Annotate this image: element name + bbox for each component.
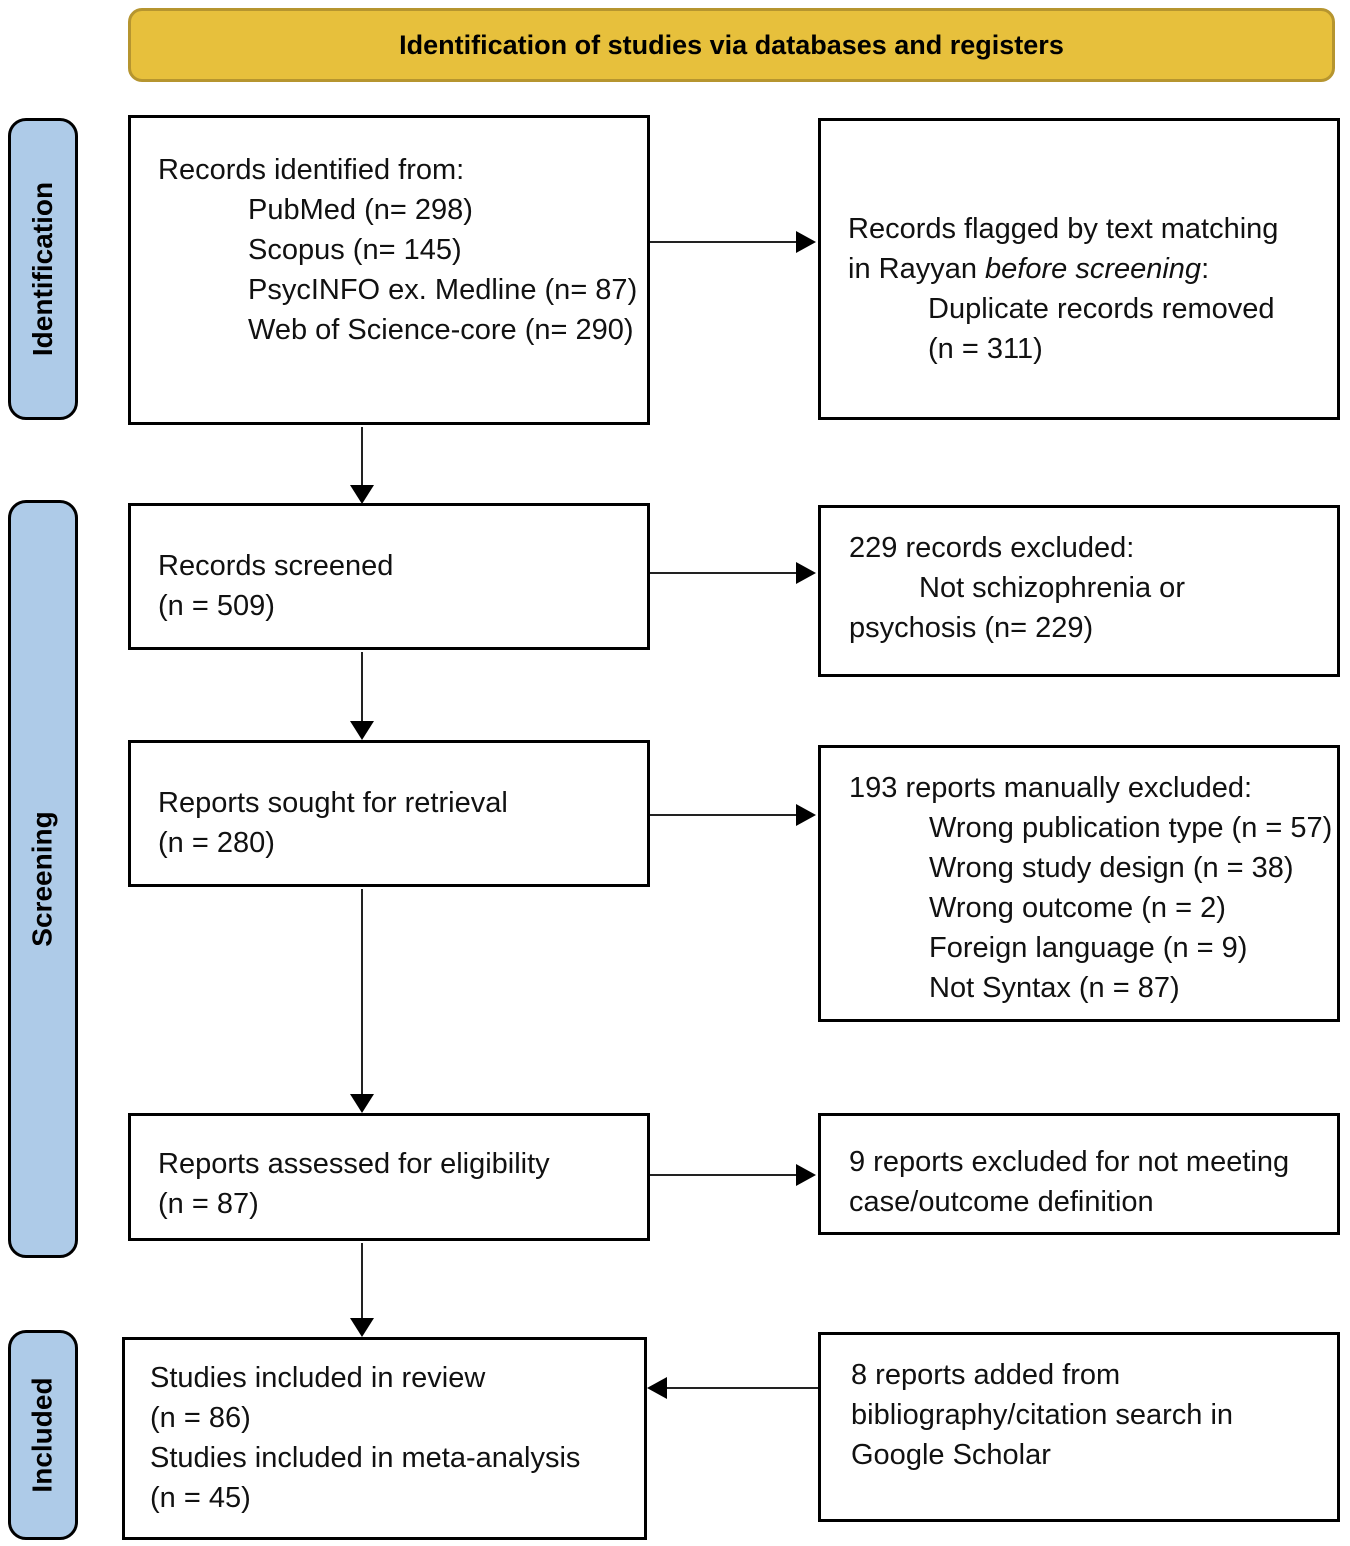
records-flagged-line2-suffix: : bbox=[1201, 253, 1210, 285]
records-excluded-item-line2: psychosis (n= 229) bbox=[849, 612, 1094, 644]
records-flagged-line2-italic: before screening bbox=[985, 253, 1202, 285]
records-flagged-item: Duplicate records removed bbox=[928, 293, 1275, 325]
studies-included-line4: (n = 45) bbox=[150, 1482, 251, 1514]
records-identified-item: Scopus (n= 145) bbox=[248, 234, 462, 266]
box-records-screened: Records screened (n = 509) bbox=[128, 503, 650, 650]
reports-added-line1: 8 reports added from bbox=[851, 1359, 1121, 1391]
records-flagged-item: (n = 311) bbox=[928, 333, 1043, 365]
reports-manually-excluded-item: Foreign language (n = 9) bbox=[929, 932, 1248, 964]
reports-sought-line1: Reports sought for retrieval bbox=[158, 787, 508, 819]
records-excluded-title: 229 records excluded: bbox=[849, 532, 1135, 564]
box-records-flagged: Records flagged by text matching in Rayy… bbox=[818, 118, 1340, 420]
records-identified-title: Records identified from: bbox=[158, 154, 465, 186]
studies-included-line1: Studies included in review bbox=[150, 1362, 486, 1394]
reports-manually-excluded-item: Wrong study design (n = 38) bbox=[929, 852, 1294, 884]
reports-excluded-definition-line2: case/outcome definition bbox=[849, 1186, 1154, 1218]
records-flagged-line1: Records flagged by text matching bbox=[848, 213, 1279, 245]
box-records-identified: Records identified from: PubMed (n= 298)… bbox=[128, 115, 650, 425]
reports-sought-line2: (n = 280) bbox=[158, 827, 275, 859]
box-reports-sought: Reports sought for retrieval (n = 280) bbox=[128, 740, 650, 887]
records-screened-line2: (n = 509) bbox=[158, 590, 275, 622]
records-flagged-line2-prefix: in Rayyan bbox=[848, 253, 977, 285]
banner-identification-via-databases: Identification of studies via databases … bbox=[128, 8, 1335, 82]
reports-manually-excluded-title: 193 reports manually excluded: bbox=[849, 772, 1253, 804]
records-screened-line1: Records screened bbox=[158, 550, 394, 582]
box-reports-assessed: Reports assessed for eligibility (n = 87… bbox=[128, 1113, 650, 1241]
records-flagged-line2: in Rayyan before screening: bbox=[848, 249, 1327, 289]
records-identified-item: PubMed (n= 298) bbox=[248, 194, 473, 226]
box-reports-manually-excluded: 193 reports manually excluded: Wrong pub… bbox=[818, 745, 1340, 1022]
box-studies-included: Studies included in review (n = 86) Stud… bbox=[122, 1337, 647, 1540]
sidebar-screening-label: Screening bbox=[27, 811, 59, 947]
sidebar-identification-label: Identification bbox=[27, 181, 59, 357]
reports-assessed-line1: Reports assessed for eligibility bbox=[158, 1148, 550, 1180]
sidebar-included-label: Included bbox=[27, 1377, 58, 1493]
reports-manually-excluded-item: Wrong publication type (n = 57) bbox=[929, 812, 1333, 844]
sidebar-included: Included bbox=[8, 1330, 78, 1540]
reports-manually-excluded-item: Wrong outcome (n = 2) bbox=[929, 892, 1226, 924]
reports-added-line2: bibliography/citation search in bbox=[851, 1399, 1234, 1431]
reports-excluded-definition-line1: 9 reports excluded for not meeting bbox=[849, 1146, 1290, 1178]
records-identified-item: Web of Science-core (n= 290) bbox=[248, 314, 634, 346]
sidebar-screening: Screening bbox=[8, 500, 78, 1258]
reports-manually-excluded-item: Not Syntax (n = 87) bbox=[929, 972, 1180, 1004]
studies-included-line2: (n = 86) bbox=[150, 1402, 251, 1434]
reports-added-line3: Google Scholar bbox=[851, 1439, 1051, 1471]
box-records-excluded: 229 records excluded: Not schizophrenia … bbox=[818, 505, 1340, 677]
studies-included-line3: Studies included in meta-analysis bbox=[150, 1442, 581, 1474]
banner-title: Identification of studies via databases … bbox=[399, 29, 1064, 60]
records-identified-item: PsycINFO ex. Medline (n= 87) bbox=[248, 274, 638, 306]
box-reports-added: 8 reports added from bibliography/citati… bbox=[818, 1332, 1340, 1522]
sidebar-identification: Identification bbox=[8, 118, 78, 420]
box-reports-excluded-definition: 9 reports excluded for not meeting case/… bbox=[818, 1113, 1340, 1235]
records-excluded-item-line1: Not schizophrenia or bbox=[919, 572, 1185, 604]
reports-assessed-line2: (n = 87) bbox=[158, 1188, 259, 1220]
